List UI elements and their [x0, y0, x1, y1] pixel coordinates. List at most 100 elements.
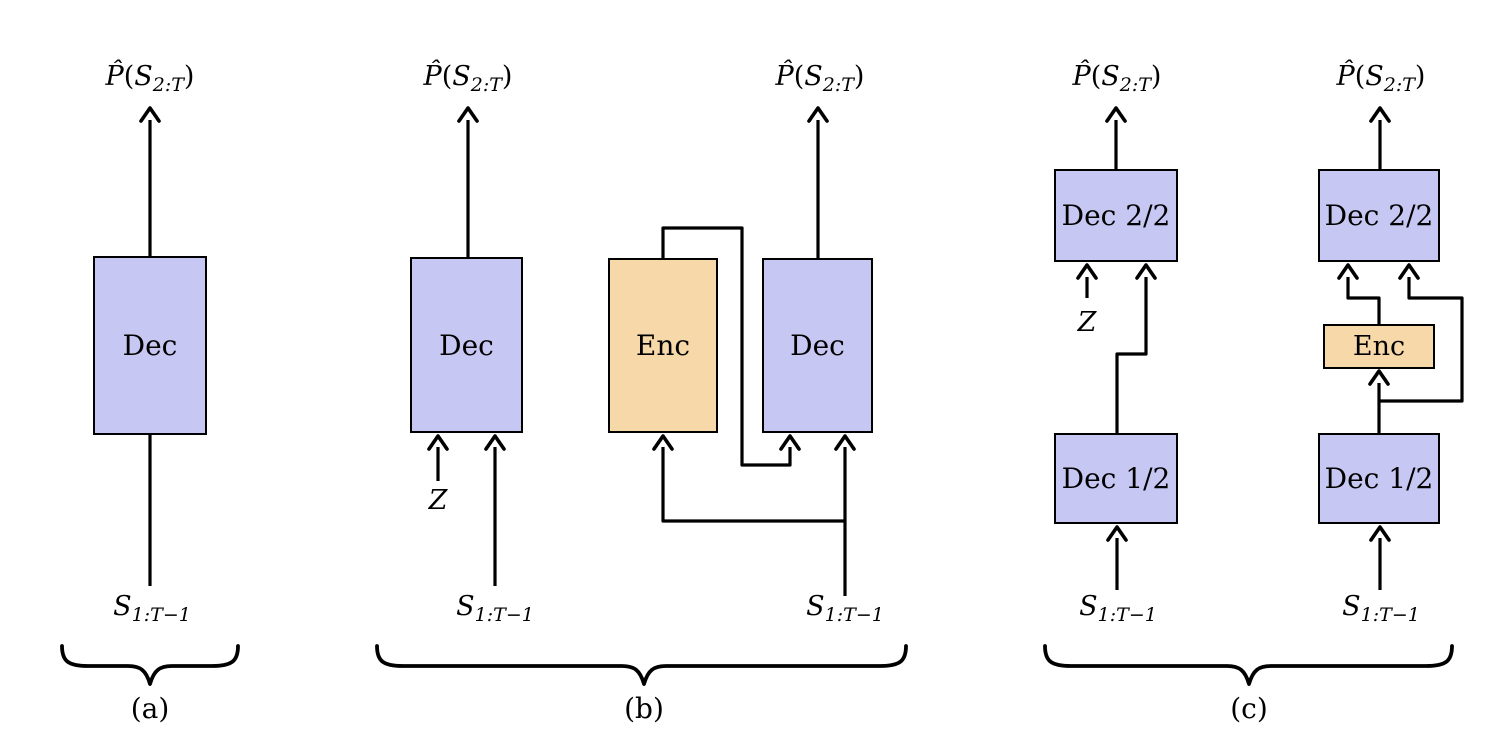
math-var: S — [1101, 61, 1120, 92]
math-var: P̂ — [775, 61, 794, 92]
decoder-box-b-right: Dec — [762, 258, 873, 433]
decoder-box-b-left: Dec — [410, 257, 523, 433]
decoder-box-label: Dec 1/2 — [1324, 462, 1434, 495]
arrowhead-up-icon — [1398, 263, 1420, 280]
brace-a — [60, 644, 240, 686]
input-label: S1:T−1 — [1079, 591, 1157, 625]
decoder-box-label: Dec — [439, 328, 494, 362]
math-paren: ) — [1414, 61, 1426, 92]
dec12-to-dec22-wire — [1115, 277, 1148, 433]
bypass-wire — [1379, 277, 1464, 403]
math-sub: 1:T−1 — [474, 604, 534, 626]
panel-b-left-wires — [427, 106, 506, 586]
math-sub: 2:T — [470, 74, 502, 96]
math-var: P̂ — [105, 61, 124, 92]
math-paren: ( — [793, 61, 805, 92]
math-paren: ) — [501, 61, 513, 92]
enc-to-dec22-wire — [1346, 277, 1381, 324]
math-paren: ( — [123, 61, 135, 92]
panel-b-caption: (b) — [624, 692, 664, 725]
math-var: Z — [1077, 307, 1097, 338]
decoder-box-label: Dec 1/2 — [1061, 462, 1171, 495]
arrowhead-up-icon — [1105, 106, 1127, 123]
math-sub: 2:T — [822, 74, 854, 96]
panel-c-right-wires — [1043, 106, 1464, 686]
math-sub: 1:T−1 — [824, 604, 884, 626]
output-label: P̂(S2:T) — [423, 61, 513, 95]
math-var: S — [806, 591, 825, 622]
latent-label: Z — [429, 486, 448, 516]
enc-to-dec-wire — [661, 226, 792, 467]
brace-c — [1043, 644, 1454, 686]
input-label: S1:T−1 — [806, 591, 884, 625]
math-sub: 2:T — [152, 74, 184, 96]
encoder-box-label: Enc — [635, 329, 691, 362]
arrowhead-up-icon — [1135, 263, 1157, 280]
math-var: P̂ — [423, 61, 442, 92]
math-paren: ) — [853, 61, 865, 92]
arrowhead-up-icon — [1369, 106, 1391, 123]
math-var: S — [452, 61, 471, 92]
decoder-first-half-box-c-right: Dec 1/2 — [1318, 433, 1440, 524]
s-branch-wire — [661, 447, 845, 523]
arrowhead-up-icon — [427, 434, 449, 451]
arrowhead-up-icon — [139, 106, 161, 123]
math-sub: 2:T — [1383, 74, 1415, 96]
math-paren: ( — [1090, 61, 1102, 92]
arrowhead-up-icon — [779, 434, 801, 451]
decoder-box-label: Dec 2/2 — [1061, 199, 1171, 232]
brace-b — [375, 644, 908, 686]
output-label: P̂(S2:T) — [1072, 61, 1162, 95]
math-sub: 2:T — [1119, 74, 1151, 96]
panel-a-wires — [60, 106, 240, 686]
panel-a-caption: (a) — [130, 692, 170, 725]
math-sub: 1:T−1 — [1360, 604, 1420, 626]
math-var: S — [1342, 591, 1361, 622]
math-var: S — [456, 591, 475, 622]
math-sub: 1:T−1 — [131, 604, 191, 626]
math-var: Z — [428, 485, 448, 516]
input-label: S1:T−1 — [1342, 591, 1420, 625]
arrowhead-up-icon — [807, 106, 829, 123]
math-var: P̂ — [1336, 61, 1355, 92]
decoder-first-half-box-c-left: Dec 1/2 — [1054, 433, 1178, 524]
decoder-second-half-box-c-left: Dec 2/2 — [1054, 169, 1178, 262]
math-paren: ( — [1354, 61, 1366, 92]
decoder-box-label: Dec — [790, 329, 845, 362]
math-paren: ) — [1150, 61, 1162, 92]
arrowhead-up-icon — [834, 434, 856, 451]
decoder-box-a: Dec — [93, 256, 207, 435]
arrowhead-up-icon — [1369, 525, 1391, 542]
arrowhead-up-icon — [1368, 369, 1390, 386]
math-var: S — [804, 61, 823, 92]
arrowhead-up-icon — [1337, 263, 1359, 280]
decoder-box-label: Dec 2/2 — [1324, 199, 1434, 232]
math-var: P̂ — [1072, 61, 1091, 92]
math-var: S — [1365, 61, 1384, 92]
arrowhead-up-icon — [1106, 525, 1128, 542]
output-label: P̂(S2:T) — [775, 61, 865, 95]
math-var: S — [1079, 591, 1098, 622]
output-label: P̂(S2:T) — [1336, 61, 1426, 95]
panel-c-left-wires — [1076, 106, 1157, 590]
input-label: S1:T−1 — [456, 591, 534, 625]
input-label: S1:T−1 — [113, 591, 191, 625]
arrowhead-up-icon — [484, 434, 506, 451]
encoder-box-b: Enc — [608, 258, 718, 433]
encoder-box-c: Enc — [1323, 324, 1435, 369]
arrowhead-up-icon — [1076, 263, 1098, 280]
math-var: S — [134, 61, 153, 92]
decoder-second-half-box-c-right: Dec 2/2 — [1318, 169, 1440, 262]
arrowhead-up-icon — [457, 106, 479, 123]
panel-b-right-wires — [375, 106, 908, 686]
math-var: S — [113, 591, 132, 622]
arrowhead-up-icon — [652, 434, 674, 451]
encoder-box-label: Enc — [1352, 331, 1406, 362]
decoder-box-label: Dec — [122, 329, 178, 362]
panel-c-caption: (c) — [1230, 692, 1268, 725]
latent-label: Z — [1078, 308, 1097, 338]
output-label: P̂(S2:T) — [105, 61, 195, 95]
math-paren: ( — [441, 61, 453, 92]
